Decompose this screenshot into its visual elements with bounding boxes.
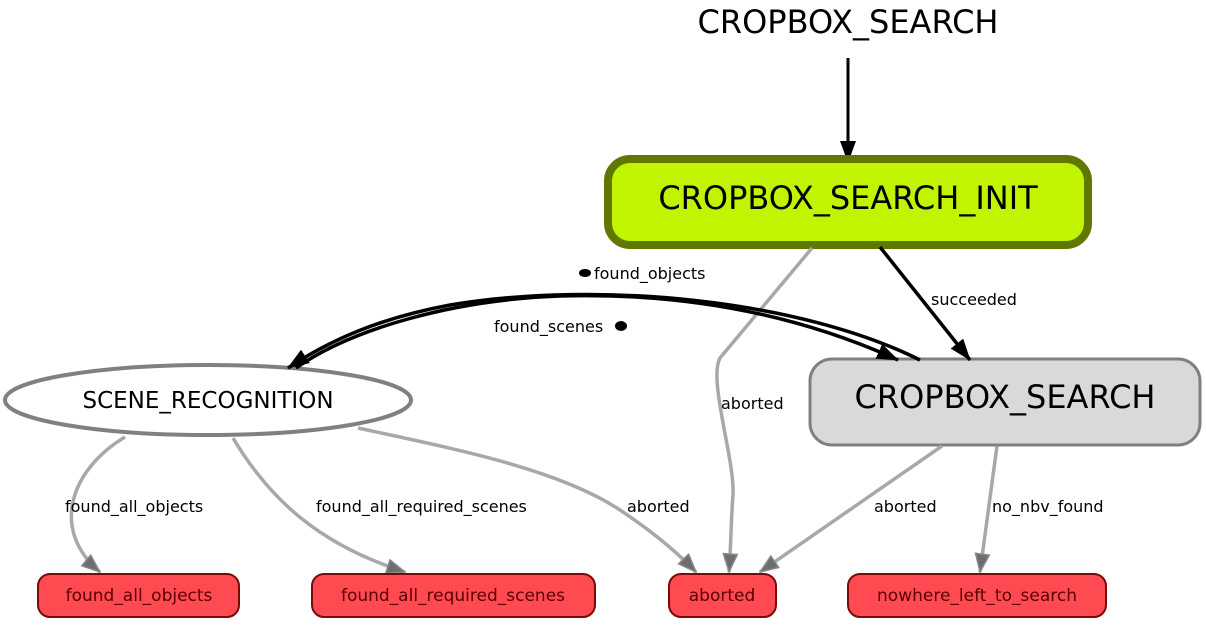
edge-label-found-scenes: found_scenes — [494, 317, 627, 337]
state-box — [808, 357, 1202, 447]
edge-label-scene-aborted: aborted — [627, 497, 690, 516]
state-label: SCENE_RECOGNITION — [82, 388, 333, 414]
state-cropbox-search-init[interactable]: CROPBOX_SEARCH_INIT — [604, 155, 1092, 249]
state-cropbox-search[interactable]: CROPBOX_SEARCH — [808, 357, 1202, 447]
outcome-box — [847, 573, 1107, 618]
edge-label-succeeded: succeeded — [931, 290, 1017, 309]
edge-label-found-all-objects: found_all_objects — [65, 497, 203, 517]
state-scene-recognition[interactable]: SCENE_RECOGNITION — [3, 363, 413, 437]
outcome-box — [311, 573, 596, 618]
container-title: CROPBOX_SEARCH — [698, 3, 999, 41]
state-label: CROPBOX_SEARCH — [855, 378, 1156, 416]
edge-found-all-required-scenes — [231, 437, 405, 572]
outcome-aborted[interactable]: aborted — [668, 573, 777, 618]
edge-label-init-aborted: aborted — [721, 394, 784, 413]
state-ellipse — [3, 363, 413, 437]
edge-search-aborted — [760, 444, 943, 574]
outcome-nowhere-left-to-search[interactable]: nowhere_left_to_search — [847, 573, 1107, 618]
edge-label-text: found_scenes — [494, 317, 603, 337]
edge-init-aborted — [715, 246, 814, 572]
outcome-found-all-objects[interactable]: found_all_objects — [37, 573, 240, 618]
arrowhead-icon — [615, 321, 627, 331]
outcome-found-all-required-scenes[interactable]: found_all_required_scenes — [311, 573, 596, 618]
outcome-box — [668, 573, 777, 618]
outcome-label: found_all_required_scenes — [341, 586, 565, 606]
edge-label-found-objects: found_objects — [579, 264, 706, 284]
edge-label-no-nbv-found: no_nbv_found — [992, 497, 1104, 517]
edge-label-found-all-required-scenes: found_all_required_scenes — [316, 497, 527, 517]
state-label: CROPBOX_SEARCH_INIT — [658, 179, 1038, 217]
edge-found-scenes — [294, 293, 899, 370]
outcome-label: nowhere_left_to_search — [877, 586, 1077, 606]
edge-label-search-aborted: aborted — [874, 497, 937, 516]
edge-no-nbv-found — [980, 445, 999, 572]
state-box — [604, 155, 1092, 249]
edge-label-text: found_objects — [594, 264, 706, 284]
edge-found-all-objects — [69, 435, 126, 574]
edge-succeeded — [878, 245, 972, 362]
outcome-label: aborted — [689, 586, 756, 606]
outcome-box — [37, 573, 240, 618]
outcome-label: found_all_objects — [66, 586, 213, 606]
edge-scene-aborted — [357, 426, 696, 572]
arrowhead-icon — [579, 269, 591, 277]
